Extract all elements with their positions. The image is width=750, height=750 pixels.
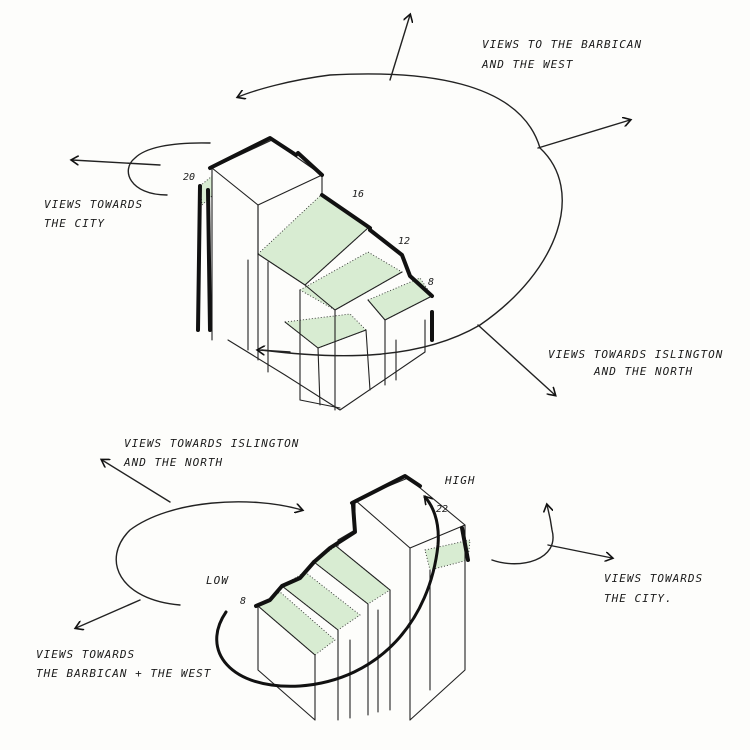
bottom-storey-22: 22 [436,504,448,515]
top-label-barbican-line2: AND THE WEST [481,58,574,71]
top-label-islington-line1: VIEWS TOWARDS ISLINGTON [548,348,723,361]
bottom-label-city-line1: VIEWS TOWARDS [604,572,703,585]
bottom-view-arrows [76,460,612,688]
arrow-to-barbican [389,15,410,81]
low-to-high-arrow [215,497,440,688]
top-storey-8: 8 [428,277,434,288]
bottom-label-barbican-line2: THE BARBICAN + THE WEST [36,667,212,680]
bottom-roof-terraces [257,539,471,656]
bottom-label-city-line2: THE CITY. [604,592,673,605]
arrow-to-city-top [72,160,161,166]
top-building [196,136,434,411]
top-label-islington-line2: AND THE NORTH [593,365,693,378]
top-label-city-line2: THE CITY [44,217,105,230]
top-sweep-arrow [238,73,541,149]
top-storey-20: 20 [183,172,195,183]
top-storey-12: 12 [398,236,410,247]
bottom-label-islington-line1: VIEWS TOWARDS ISLINGTON [124,437,299,450]
bottom-label-high: HIGH [444,474,476,487]
bottom-label-islington-line2: AND THE NORTH [123,456,223,469]
bottom-label-low: LOW [206,574,229,587]
arrow-to-city-bottom [491,505,554,565]
arrow-to-barbican-bottom [76,599,141,628]
top-label-city-line1: VIEWS TOWARDS [44,198,143,211]
top-view-arrows [72,15,630,395]
bottom-label-barbican-line1: VIEWS TOWARDS [36,648,135,661]
top-storey-16: 16 [352,189,364,200]
arrow-to-islington [477,324,555,395]
top-roof-terraces [199,175,433,349]
arrow-right-top [537,120,630,149]
top-label-barbican-line1: VIEWS TO THE BARBICAN [482,38,642,51]
arrow-to-islington-bottom [115,501,302,606]
bottom-storey-8: 8 [240,596,246,607]
